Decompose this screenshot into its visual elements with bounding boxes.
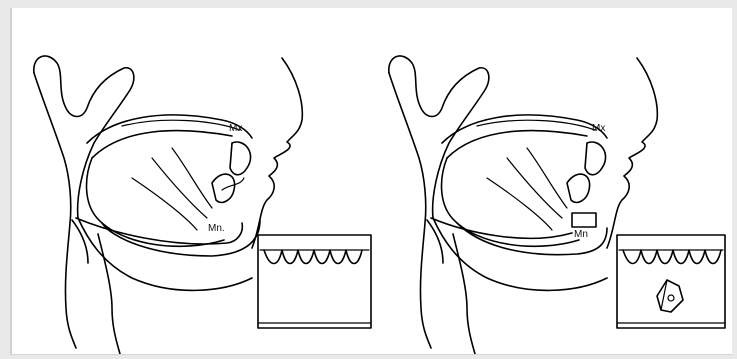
figure-frame: Mx Mn. <box>10 8 732 355</box>
head-profile-drawing <box>367 8 727 354</box>
maxilla-label: Mx <box>592 124 605 134</box>
panel-before: Mx Mn. <box>12 8 372 354</box>
head-profile-drawing <box>12 8 372 354</box>
maxilla-label: Mx <box>229 124 242 134</box>
panel-after: Mx Mn <box>367 8 727 354</box>
mandible-label: Mn. <box>208 224 225 234</box>
mandible-label: Mn <box>574 230 588 240</box>
